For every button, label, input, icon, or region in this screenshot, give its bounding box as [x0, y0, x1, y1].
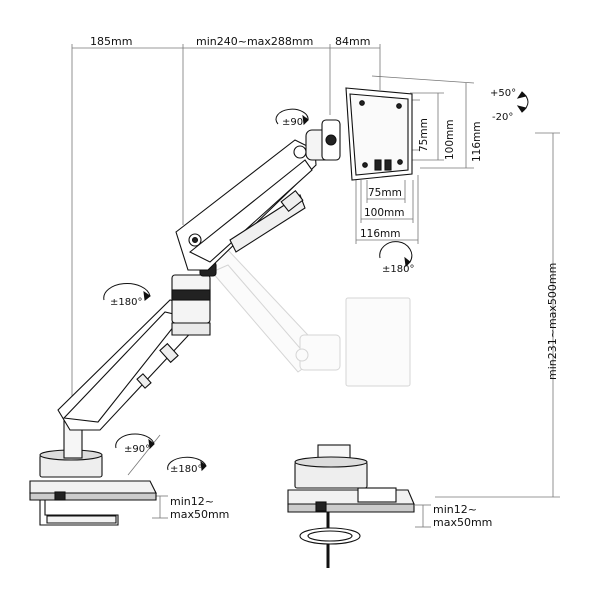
base-swivel-label: ±90° — [124, 444, 150, 455]
dim-top-middle: min240~max288mm — [196, 35, 313, 48]
arm-rotate-label: ±180° — [110, 297, 142, 308]
center-joint — [171, 261, 217, 336]
base-rotate-label: ±180° — [170, 464, 202, 475]
tilt-down-label: -20° — [492, 112, 513, 123]
left-clamp-range-line2: max50mm — [170, 508, 229, 521]
right-desk-clamp — [287, 444, 415, 568]
dim-top-right: 84mm — [335, 35, 370, 48]
right-clamp-range-line1: min12~ — [433, 503, 477, 516]
left-clamp-range-line1: min12~ — [170, 495, 214, 508]
monitor-rotate-label: ±180° — [382, 264, 414, 275]
dim-vesa-116-h: 116mm — [360, 228, 401, 240]
dim-vesa-100-h: 100mm — [364, 207, 405, 219]
tilt-up-label: +50° — [490, 88, 516, 99]
vesa-plate — [345, 87, 413, 181]
dim-height-range: min231~max500mm — [546, 263, 559, 380]
dim-vesa-116-v: 116mm — [471, 122, 483, 163]
ghost-arm-lowered — [204, 249, 411, 387]
right-clamp-range-line2: max50mm — [433, 516, 492, 529]
elbow-swivel-label: ±90° — [282, 117, 308, 128]
dim-vesa-100-v: 100mm — [444, 120, 456, 161]
dim-top-left: 185mm — [90, 35, 132, 48]
left-desk-clamp — [29, 449, 157, 526]
rotation-arrows — [103, 91, 529, 472]
dim-vesa-75-v: 75mm — [418, 118, 430, 152]
upper-arm — [175, 139, 317, 271]
tilt-joint — [305, 119, 341, 161]
dim-vesa-75-h: 75mm — [368, 187, 402, 199]
